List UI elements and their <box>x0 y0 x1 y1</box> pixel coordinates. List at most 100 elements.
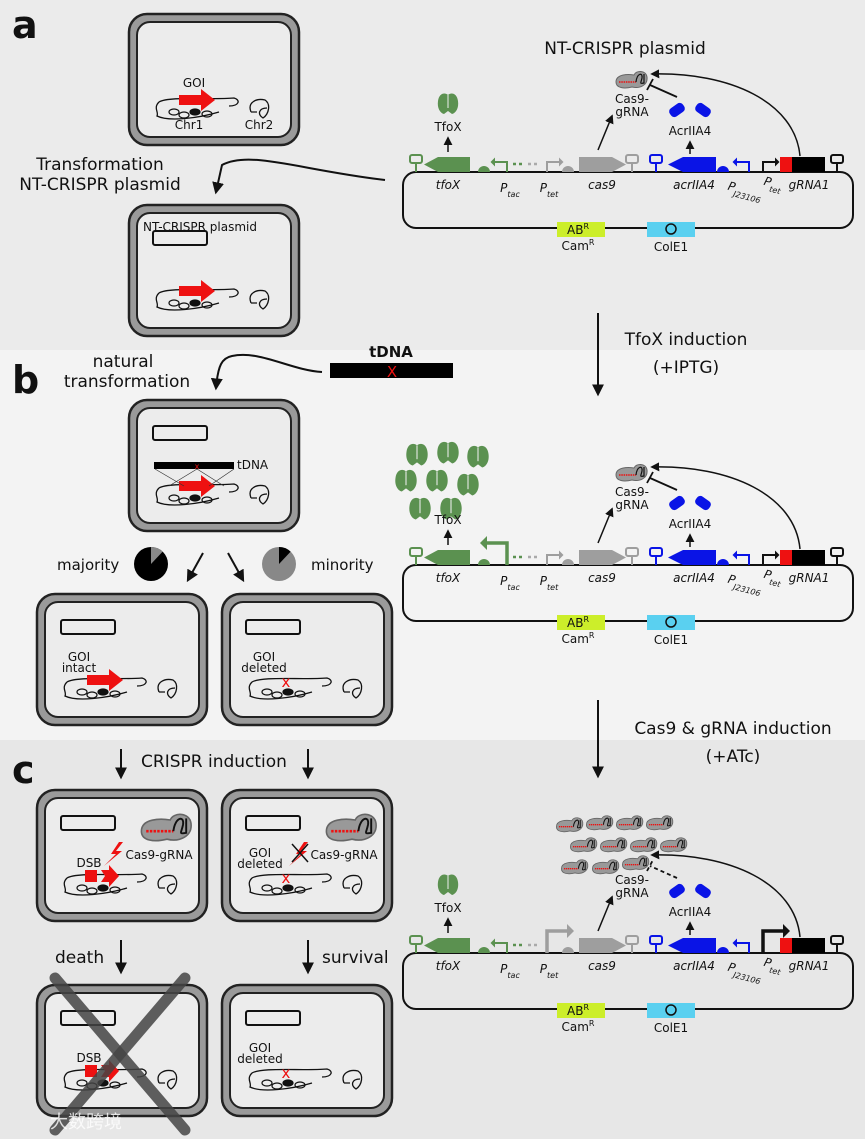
plasmid-in-cell <box>60 619 116 635</box>
inhibition-line <box>646 78 678 98</box>
ptet-grna-label-main: P <box>762 567 773 583</box>
camr-label-main: Cam <box>562 1020 589 1034</box>
cas9-grna-label-2: gRNA <box>615 498 649 512</box>
cell-interior <box>229 601 385 718</box>
plasmid-backbone <box>402 952 854 1010</box>
nucleoid-loop <box>178 111 190 119</box>
plasmid-in-cell <box>245 1010 301 1026</box>
acriia4-gene <box>668 157 716 172</box>
ptac-label-sub: tac <box>507 190 520 199</box>
nucleoid-loop <box>271 887 283 895</box>
ptac-label-main: P <box>500 574 508 588</box>
promoter-arrow-icon <box>546 550 564 565</box>
grna-scaffold <box>792 550 825 565</box>
abr-label-sup: R <box>583 222 589 231</box>
chr1-label: Chr1 <box>175 118 204 132</box>
nucleoid-loop <box>168 299 180 307</box>
camr-label: CamR <box>562 238 595 253</box>
nucleoid-loop <box>261 884 273 892</box>
ptet-grna-label-sub: tet <box>768 185 782 197</box>
cas9-grna-cell-label: Cas9-gRNA <box>310 848 378 862</box>
expression-arrow <box>597 895 614 932</box>
tfox-induction-label: TfoX induction <box>624 330 748 350</box>
plasmid-backbone <box>402 564 854 622</box>
chromosome-2 <box>249 484 270 505</box>
ptac-label-main: P <box>500 962 508 976</box>
camr-label: CamR <box>562 1019 595 1034</box>
iptg-label: (+IPTG) <box>653 358 719 378</box>
cas9-grna-complex-icon <box>615 815 644 831</box>
ptet-grna-label-main: P <box>762 955 773 971</box>
plasmid-in-cell <box>245 619 301 635</box>
ptet-label: Ptet <box>540 962 559 980</box>
tfox-protein-icon <box>437 93 459 114</box>
terminator-icon <box>625 547 639 565</box>
terminator-icon <box>830 154 844 172</box>
acriia4-gene <box>668 938 716 953</box>
cas9-grna-complex-icon <box>629 837 658 853</box>
chromosome-1 <box>63 677 147 700</box>
cas9-gene <box>579 157 626 172</box>
minority-arrow <box>227 552 245 583</box>
cas9-grna-complex-icon <box>560 859 589 875</box>
nucleoid-loop <box>261 1079 273 1087</box>
ptet-label-sub: tet <box>547 971 559 980</box>
goi-gene-arrow <box>179 89 215 111</box>
nucleoid-loop <box>294 1081 306 1089</box>
tfox-protein-icon <box>457 473 479 496</box>
ptac-label: Ptac <box>500 181 520 199</box>
tfox-gene <box>424 157 470 172</box>
ptet-grna-label-sub: tet <box>768 966 782 978</box>
dsb-fragment <box>85 870 97 882</box>
panel-label-b: b <box>12 358 39 402</box>
plasmid-in-cell <box>245 815 301 831</box>
camr-label-sup: R <box>589 631 595 640</box>
terminator-icon <box>409 935 423 953</box>
chromosome-2 <box>157 1069 178 1090</box>
nucleoid-loop <box>282 884 294 892</box>
nucleoid-loop <box>97 688 109 696</box>
rbs-icon <box>717 166 729 172</box>
camr-label-sup: R <box>589 1019 595 1028</box>
camr-label-main: Cam <box>562 632 589 646</box>
goi-label: GOI <box>183 76 205 90</box>
dsb-fragment <box>101 865 119 887</box>
tfox-protein-label: TfoX <box>433 901 461 915</box>
grna1-gene-label: gRNA1 <box>789 571 830 585</box>
pj23106-label-main: P <box>726 572 737 588</box>
rbs-icon <box>478 947 490 953</box>
tfox-protein-icon <box>440 497 462 520</box>
acriia4-protein-icon <box>669 495 711 511</box>
ptac-label: Ptac <box>500 574 520 592</box>
nucleoid-loop <box>178 497 190 505</box>
goi-status-label: deleted <box>241 661 286 675</box>
tdna-mutation-mark: x <box>195 462 200 471</box>
chromosome-2 <box>342 1069 363 1090</box>
tfox-protein-label: TfoX <box>433 120 461 134</box>
acriia4-protein-label: AcrIIA4 <box>669 124 711 138</box>
transformation-label-2: NT-CRISPR plasmid <box>19 175 181 195</box>
cas9-grna-complex-icon <box>615 71 648 89</box>
nucleoid-loop <box>201 301 213 309</box>
expression-arrow <box>597 114 614 151</box>
cas9-grna-complex-icon <box>591 859 620 875</box>
nucleoid-loop <box>109 886 121 894</box>
tdna-bar <box>330 363 453 378</box>
tfox-protein-icon <box>406 443 428 466</box>
plasmid-in-cell <box>152 230 208 246</box>
promoter-arrow-icon <box>546 157 564 172</box>
abr-label-main: AB <box>567 616 583 630</box>
cell-with-plasmid: NT-CRISPR plasmid <box>127 203 301 338</box>
nucleoid-loop <box>178 302 190 310</box>
promoter-arrow-icon <box>762 157 780 172</box>
minority-pie <box>262 547 296 581</box>
expression-arrow <box>597 507 614 544</box>
cas9-grna-complex-icon <box>569 837 598 853</box>
panel-label-a: a <box>12 3 38 47</box>
